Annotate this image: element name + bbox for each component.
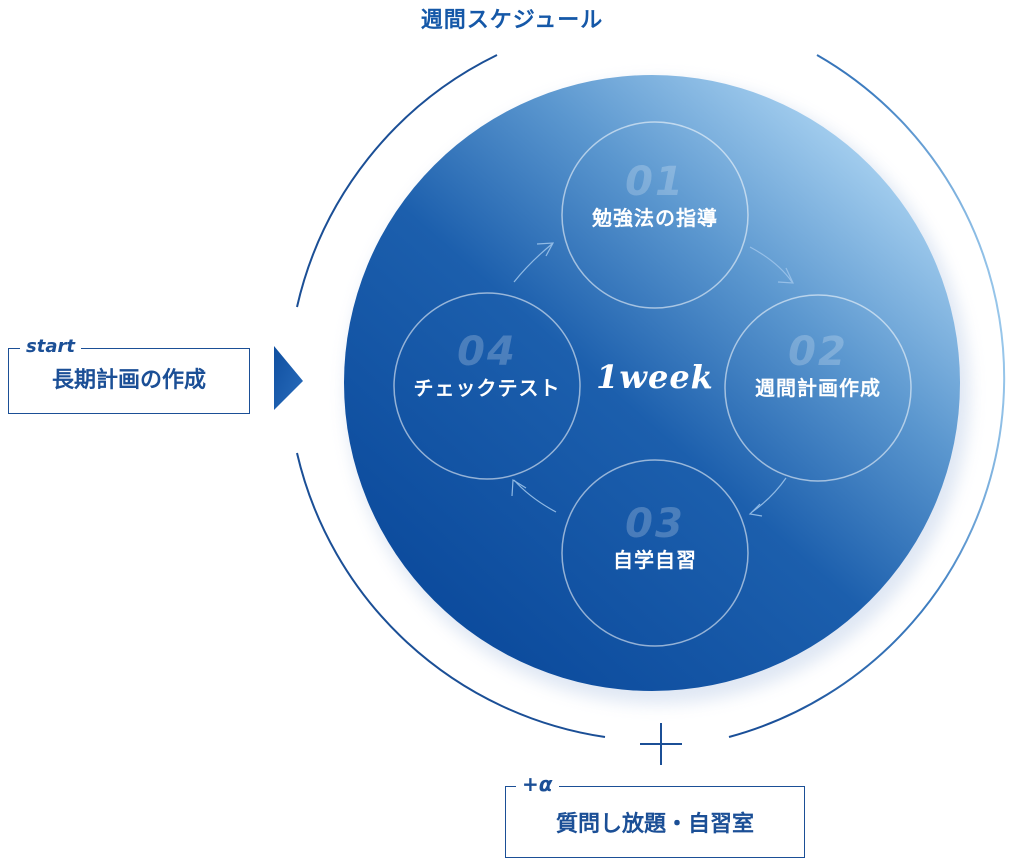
- connector-04-01: [513, 243, 553, 283]
- step-number: 03: [625, 501, 685, 547]
- connector-02-03: [751, 477, 787, 513]
- connector-01-02: [749, 246, 793, 283]
- cycle-center-label: 1week: [596, 358, 714, 396]
- cycle-connectors: [511, 242, 794, 517]
- step-01: 01 勉強法の指導: [560, 160, 750, 232]
- connector-arrowhead: [511, 478, 527, 497]
- step-circle-01: [561, 121, 749, 309]
- extra-box-label: 質問し放題・自習室: [555, 812, 754, 837]
- step-label: チェックテスト: [413, 376, 561, 400]
- step-label: 勉強法の指導: [592, 206, 718, 230]
- schedule-title: 週間スケジュール: [420, 8, 604, 33]
- extra-tag: +α: [516, 770, 559, 798]
- step-label: 週間計画作成: [755, 376, 881, 400]
- step-circle-02: [724, 294, 912, 482]
- plus-icon: [660, 723, 662, 765]
- start-tag: start: [20, 334, 81, 360]
- step-circle-03: [561, 459, 749, 647]
- step-circle-04: [393, 292, 581, 480]
- step-number: 04: [457, 329, 517, 375]
- main-circle: [344, 75, 960, 691]
- outer-ring-arc-left-bottom: [296, 452, 606, 738]
- extra-box: 質問し放題・自習室: [505, 786, 805, 858]
- step-03: 03 自学自習: [560, 502, 750, 574]
- step-02: 02 週間計画作成: [723, 330, 913, 402]
- step-number: 02: [788, 329, 848, 375]
- start-box-label: 長期計画の作成: [51, 368, 206, 393]
- connector-arrowhead: [748, 503, 763, 517]
- outer-ring-arc-left-top: [296, 54, 498, 308]
- step-number: 01: [625, 159, 685, 205]
- step-04: 04 チェックテスト: [392, 330, 582, 402]
- start-arrow-icon: [274, 346, 303, 410]
- outer-ring-arc-right: [728, 54, 1006, 738]
- connector-arrowhead: [777, 267, 794, 284]
- connector-arrowhead: [536, 242, 555, 257]
- step-label: 自学自習: [613, 548, 697, 572]
